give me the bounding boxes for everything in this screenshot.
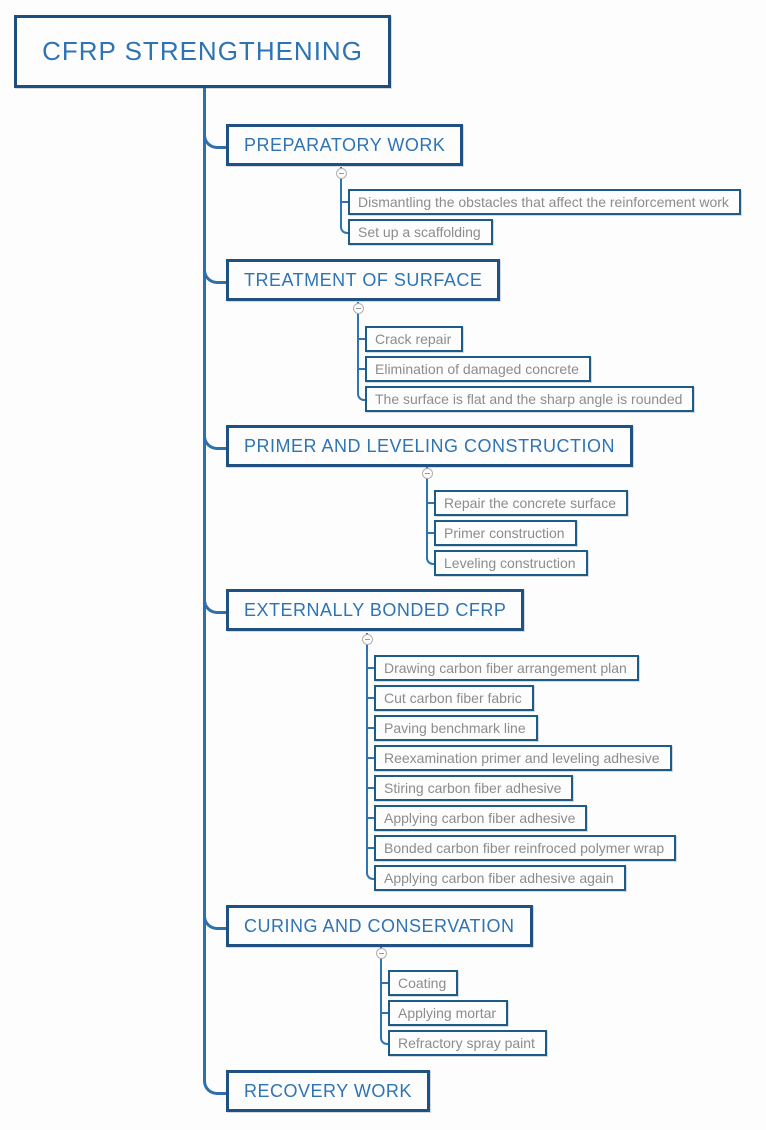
connector-elbow: [203, 129, 230, 149]
connector-trunk: [203, 88, 206, 1076]
connector-drop: [357, 302, 359, 389]
collapse-icon[interactable]: [376, 948, 387, 959]
branch-primer-and-leveling-construction[interactable]: PRIMER AND LEVELING CONSTRUCTION: [226, 425, 634, 467]
minus-glyph: [356, 308, 361, 309]
connector-elbow: [203, 1075, 230, 1095]
subtopic[interactable]: Repair the concrete surface: [434, 490, 628, 516]
connector-spur: [366, 757, 374, 759]
collapse-icon[interactable]: [353, 303, 364, 314]
connector-spur: [366, 727, 374, 729]
connector-drop: [340, 167, 342, 222]
connector-elbow: [203, 264, 230, 284]
connector-spur: [366, 787, 374, 789]
subtopic[interactable]: Leveling construction: [434, 550, 588, 576]
subtopic[interactable]: Reexamination primer and leveling adhesi…: [374, 745, 672, 771]
subtopic[interactable]: Refractory spray paint: [388, 1030, 547, 1056]
subtopic[interactable]: Applying carbon fiber adhesive: [374, 805, 588, 831]
connector-spur: [426, 532, 434, 534]
connector-spur: [380, 982, 388, 984]
connector-spur: [357, 338, 365, 340]
minus-glyph: [365, 639, 370, 640]
subtopic[interactable]: Applying mortar: [388, 1000, 509, 1026]
subtopic[interactable]: Drawing carbon fiber arrangement plan: [374, 655, 639, 681]
connector-drop: [380, 947, 382, 1033]
subtopic[interactable]: The surface is flat and the sharp angle …: [365, 386, 695, 412]
connector-spur: [340, 201, 348, 203]
connector-elbow: [380, 1033, 390, 1045]
connector-drop: [366, 633, 368, 868]
connector-spur: [357, 368, 365, 370]
subtopic[interactable]: Cut carbon fiber fabric: [374, 685, 534, 711]
branch-recovery-work[interactable]: RECOVERY WORK: [226, 1070, 430, 1112]
subtopic[interactable]: Elimination of damaged concrete: [365, 356, 591, 382]
connector-spur: [366, 697, 374, 699]
minus-glyph: [339, 173, 344, 174]
connector-elbow: [426, 553, 436, 565]
branch-preparatory-work[interactable]: PREPARATORY WORK: [226, 124, 464, 166]
connector-spur: [426, 502, 434, 504]
connector-elbow: [340, 222, 350, 234]
connector-elbow: [203, 910, 230, 930]
connector-elbow: [203, 594, 230, 614]
minus-glyph: [425, 473, 430, 474]
connector-elbow: [357, 389, 367, 401]
connector-spur: [380, 1012, 388, 1014]
collapse-icon[interactable]: [362, 634, 373, 645]
minus-glyph: [379, 953, 384, 954]
subtopic[interactable]: Applying carbon fiber adhesive again: [374, 865, 626, 891]
connector-spur: [366, 847, 374, 849]
connector-spur: [366, 817, 374, 819]
branch-externally-bonded-cfrp[interactable]: EXTERNALLY BONDED CFRP: [226, 589, 525, 631]
subtopic[interactable]: Coating: [388, 970, 459, 996]
connector-spur: [366, 667, 374, 669]
root-topic[interactable]: CFRP STRENGTHENING: [14, 15, 391, 88]
branch-curing-and-conservation[interactable]: CURING AND CONSERVATION: [226, 905, 533, 947]
subtopic[interactable]: Crack repair: [365, 326, 464, 352]
collapse-icon[interactable]: [422, 468, 433, 479]
branch-treatment-of-surface[interactable]: TREATMENT OF SURFACE: [226, 259, 501, 301]
connector-drop: [426, 467, 428, 553]
connector-elbow: [366, 868, 376, 880]
subtopic[interactable]: Stiring carbon fiber adhesive: [374, 775, 574, 801]
subtopic[interactable]: Set up a scaffolding: [348, 219, 493, 245]
subtopic[interactable]: Dismantling the obstacles that affect th…: [348, 189, 741, 215]
subtopic[interactable]: Bonded carbon fiber reinfroced polymer w…: [374, 835, 677, 861]
collapse-icon[interactable]: [336, 168, 347, 179]
subtopic[interactable]: Paving benchmark line: [374, 715, 538, 741]
subtopic[interactable]: Primer construction: [434, 520, 577, 546]
connector-elbow: [203, 430, 230, 450]
